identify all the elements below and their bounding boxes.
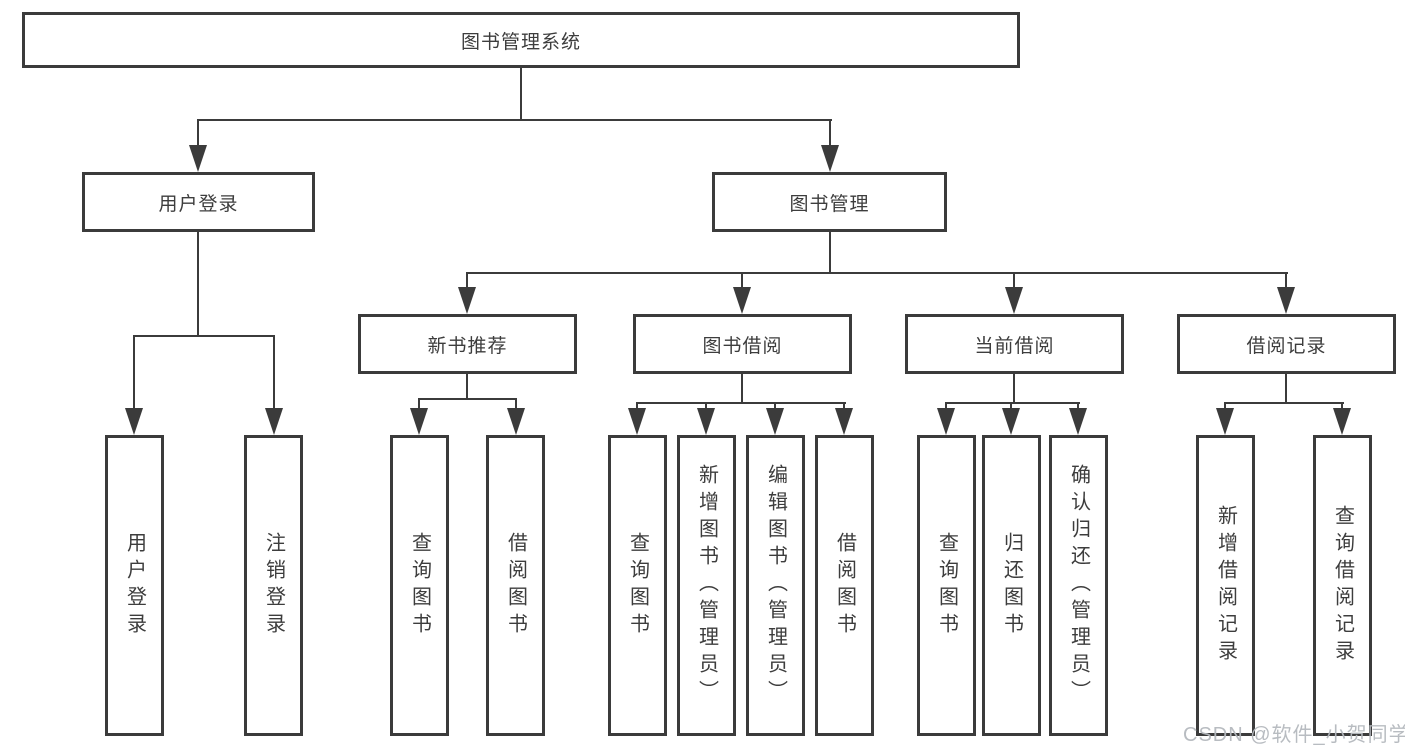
arrowhead-icon <box>189 145 207 172</box>
arrowhead-icon <box>628 408 646 435</box>
connector-line <box>1010 402 1012 411</box>
connector-line <box>1013 272 1015 292</box>
connector-line <box>636 402 638 411</box>
connector-line <box>1224 402 1226 411</box>
connector-line <box>741 272 743 292</box>
connector-line <box>197 119 832 121</box>
leaf-borrow-add-admin-label: 新增图书（管理员） <box>695 464 718 707</box>
connector-line <box>1285 272 1287 292</box>
leaf-current-query: 查询图书 <box>917 435 976 736</box>
leaf-current-confirm-admin-label: 确认归还（管理员） <box>1067 464 1090 707</box>
connector-line <box>466 272 1288 274</box>
leaf-current-return-label: 归还图书 <box>1000 531 1023 640</box>
arrowhead-icon <box>265 408 283 435</box>
connector-line <box>133 335 135 411</box>
arrowhead-icon <box>458 287 476 314</box>
connector-line <box>515 398 517 411</box>
arrowhead-icon <box>821 145 839 172</box>
arrowhead-icon <box>125 408 143 435</box>
connector-line <box>741 374 743 404</box>
arrowhead-icon <box>835 408 853 435</box>
leaf-current-query-label: 查询图书 <box>935 531 958 640</box>
leaf-borrow-edit-admin: 编辑图书（管理员） <box>746 435 805 736</box>
node-book-borrow: 图书借阅 <box>633 314 852 374</box>
connector-line <box>1224 402 1344 404</box>
arrowhead-icon <box>1277 287 1295 314</box>
leaf-current-return: 归还图书 <box>982 435 1041 736</box>
arrowhead-icon <box>410 408 428 435</box>
connector-line <box>466 272 468 292</box>
leaf-borrow-borrow: 借阅图书 <box>815 435 874 736</box>
arrowhead-icon <box>1069 408 1087 435</box>
connector-line <box>1077 402 1079 411</box>
leaf-newbook-query: 查询图书 <box>390 435 449 736</box>
leaf-current-confirm-admin: 确认归还（管理员） <box>1049 435 1108 736</box>
connector-line <box>829 232 831 274</box>
node-book-borrow-label: 图书借阅 <box>702 335 783 357</box>
arrowhead-icon <box>507 408 525 435</box>
leaf-user-login: 用户登录 <box>105 435 164 736</box>
node-new-book-recommend-label: 新书推荐 <box>427 335 508 357</box>
arrowhead-icon <box>1005 287 1023 314</box>
node-borrow-record: 借阅记录 <box>1177 314 1396 374</box>
leaf-borrow-query-label: 查询图书 <box>626 531 649 640</box>
node-borrow-record-label: 借阅记录 <box>1246 335 1327 357</box>
node-current-borrow: 当前借阅 <box>905 314 1124 374</box>
leaf-record-query-label: 查询借阅记录 <box>1331 504 1354 667</box>
arrowhead-icon <box>1002 408 1020 435</box>
leaf-borrow-add-admin: 新增图书（管理员） <box>677 435 736 736</box>
node-root-label: 图书管理系统 <box>460 31 581 53</box>
connector-line <box>418 398 420 411</box>
connector-line <box>197 119 199 150</box>
arrowhead-icon <box>1333 408 1351 435</box>
arrowhead-icon <box>1216 408 1234 435</box>
connector-line <box>466 374 468 400</box>
connector-line <box>774 402 776 411</box>
connector-line <box>418 398 517 400</box>
connector-line <box>133 335 275 337</box>
node-user-login-label: 用户登录 <box>158 193 239 215</box>
connector-line <box>520 68 522 121</box>
leaf-user-login-label: 用户登录 <box>123 531 146 640</box>
connector-line <box>197 232 199 337</box>
connector-line <box>1341 402 1343 411</box>
leaf-newbook-borrow-label: 借阅图书 <box>504 531 527 640</box>
leaf-record-add-label: 新增借阅记录 <box>1214 504 1237 667</box>
node-new-book-recommend: 新书推荐 <box>358 314 577 374</box>
connector-line <box>705 402 707 411</box>
leaf-borrow-borrow-label: 借阅图书 <box>833 531 856 640</box>
connector-line <box>945 402 1080 404</box>
leaf-logout: 注销登录 <box>244 435 303 736</box>
arrowhead-icon <box>937 408 955 435</box>
arrowhead-icon <box>697 408 715 435</box>
connector-line <box>843 402 845 411</box>
connector-line <box>1013 374 1015 404</box>
arrowhead-icon <box>733 287 751 314</box>
connector-line <box>273 335 275 411</box>
connector-line <box>636 402 846 404</box>
node-root: 图书管理系统 <box>22 12 1020 68</box>
leaf-newbook-query-label: 查询图书 <box>408 531 431 640</box>
node-book-management: 图书管理 <box>712 172 947 232</box>
leaf-borrow-query: 查询图书 <box>608 435 667 736</box>
leaf-logout-label: 注销登录 <box>262 531 285 640</box>
node-current-borrow-label: 当前借阅 <box>974 335 1055 357</box>
leaf-borrow-edit-admin-label: 编辑图书（管理员） <box>764 464 787 707</box>
node-user-login: 用户登录 <box>82 172 315 232</box>
connector-line <box>945 402 947 411</box>
csdn-watermark: CSDN @软件_小贺同学 <box>1183 724 1405 746</box>
connector-line <box>1285 374 1287 404</box>
leaf-newbook-borrow: 借阅图书 <box>486 435 545 736</box>
arrowhead-icon <box>766 408 784 435</box>
node-book-management-label: 图书管理 <box>789 193 870 215</box>
connector-line <box>829 119 831 150</box>
leaf-record-query: 查询借阅记录 <box>1313 435 1372 736</box>
leaf-record-add: 新增借阅记录 <box>1196 435 1255 736</box>
